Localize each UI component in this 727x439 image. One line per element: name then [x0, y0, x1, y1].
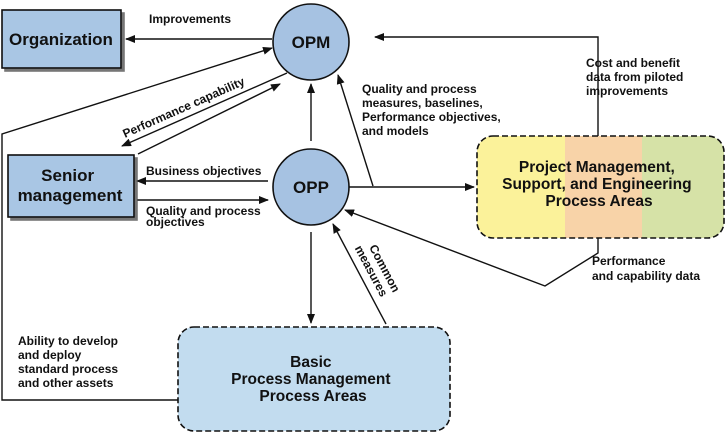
senior-management-box: Senior management	[7, 154, 135, 218]
cost-benefit-line-2: data from piloted	[586, 70, 683, 84]
basic-process-areas-label: Basic Process Management Process Areas	[231, 354, 395, 405]
ability-develop-label: Ability to develop and deploy standard p…	[18, 334, 121, 390]
quality-measures-line-1: Quality and process	[362, 82, 477, 96]
quality-measures-label: Quality and process measures, baselines,…	[362, 82, 504, 138]
opm-label: OPM	[292, 33, 331, 52]
project-line-1: Project Management,	[519, 159, 675, 176]
common-measures-label: Common measures	[352, 237, 405, 304]
basic-process-areas-box: Basic Process Management Process Areas	[177, 326, 451, 432]
opm-node: OPM	[272, 3, 350, 81]
basic-line-3: Process Areas	[259, 388, 366, 405]
project-line-3: Process Areas	[545, 193, 652, 210]
ability-develop-line-4: and other assets	[18, 376, 114, 390]
quality-measures-line-3: Performance objectives,	[362, 110, 501, 124]
quality-measures-line-4: and models	[362, 124, 429, 138]
basic-line-2: Process Management	[231, 371, 390, 388]
quality-measures-line-2: measures, baselines,	[362, 96, 483, 110]
cost-benefit-line-1: Cost and benefit	[586, 56, 680, 70]
project-process-areas-box: Project Management, Support, and Enginee…	[476, 135, 725, 239]
improvements-label: Improvements	[149, 12, 231, 26]
arrow-performance-capability	[121, 72, 288, 147]
basic-line-1: Basic	[290, 354, 332, 371]
project-line-2: Support, and Engineering	[502, 176, 691, 193]
arrow-performance-capability-data	[344, 209, 599, 287]
project-process-areas-label: Project Management, Support, and Enginee…	[502, 159, 696, 210]
performance-capability-data-line-1: Performance	[592, 254, 666, 268]
performance-capability-data-line-2: and capability data	[592, 269, 700, 283]
ability-develop-line-1: Ability to develop	[18, 334, 118, 348]
arrow-quality-measures	[336, 74, 374, 187]
arrow-ability-develop	[1, 46, 273, 401]
organization-box: Organization	[1, 9, 122, 69]
senior-management-line-2: management	[18, 186, 123, 205]
quality-process-objectives-line-1: Quality and process	[146, 204, 261, 218]
quality-process-objectives-line-2: objectives	[146, 215, 205, 229]
quality-process-objectives-label: Quality and process objectives	[146, 204, 264, 229]
arrow-cost-benefit	[374, 33, 599, 137]
business-objectives-label: Business objectives	[146, 164, 262, 178]
organization-label: Organization	[9, 30, 113, 49]
opp-node: OPP	[272, 148, 350, 226]
ability-develop-line-2: and deploy	[18, 348, 82, 362]
arrow-common-measures	[332, 223, 387, 325]
cost-benefit-line-3: improvements	[586, 84, 668, 98]
performance-capability-data-label: Performance and capability data	[592, 254, 700, 283]
arrow-senior-to-opm	[137, 83, 281, 155]
senior-management-line-1: Senior	[41, 166, 94, 185]
senior-management-label: Senior management	[18, 166, 123, 205]
opp-label: OPP	[293, 178, 329, 197]
svg-text:Common measures: Common measures	[352, 237, 405, 304]
ability-develop-line-3: standard process	[18, 362, 118, 376]
connectors	[1, 33, 599, 401]
cost-benefit-label: Cost and benefit data from piloted impro…	[586, 56, 687, 98]
